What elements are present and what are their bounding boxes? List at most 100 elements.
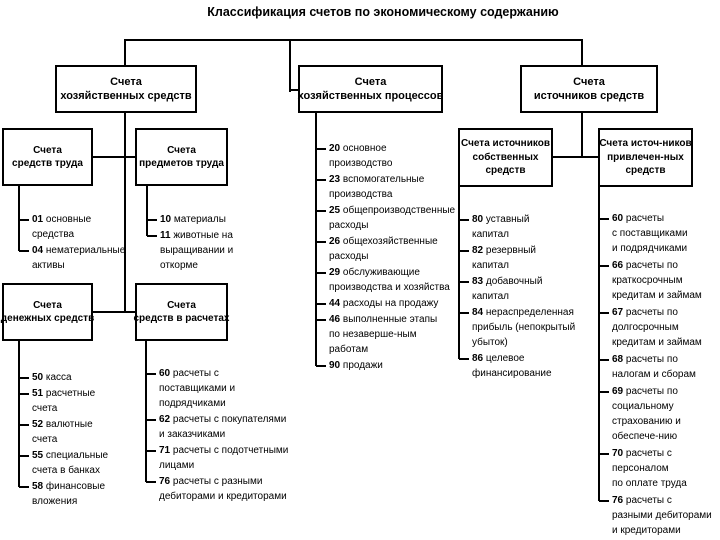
account-number: 55 <box>32 450 44 461</box>
account-item-wrap-line: и кредиторами <box>612 525 681 536</box>
account-item-wrap-line: счета в банках <box>32 465 100 476</box>
node-label-line: Счета <box>33 144 62 156</box>
account-number: 23 <box>329 174 341 185</box>
account-item-wrap-line: откорме <box>160 260 198 271</box>
account-item-wrap-line: расходы <box>329 220 369 231</box>
account-item-wrap-line: социальному <box>612 401 674 412</box>
account-number: 76 <box>612 495 624 506</box>
node-label-line: предметов труда <box>139 158 224 169</box>
account-item-wrap-line: дебиторами и кредиторами <box>159 491 287 502</box>
list-spine-line <box>458 187 460 359</box>
account-item-wrap-line: производства и хозяйства <box>329 282 450 293</box>
list-spine-line <box>598 187 600 501</box>
connector-sources-spine <box>581 113 583 158</box>
account-item-wrap-line: активы <box>32 260 65 271</box>
account-item-wrap-line: средства <box>32 229 75 240</box>
connector-drop-funds <box>124 39 126 67</box>
account-item-wrap-line: налогам и сборам <box>612 369 696 380</box>
account-number: 52 <box>32 419 44 430</box>
account-item-wrap-line: финансирование <box>472 368 552 379</box>
account-item-first-line: 60 расчеты с <box>159 368 219 379</box>
account-item-first-line: 84 нераспределенная <box>472 307 574 318</box>
node-economic-funds: Счета хозяйственных средств <box>55 65 197 113</box>
account-number: 44 <box>329 298 341 309</box>
account-number: 01 <box>32 214 44 225</box>
account-number: 90 <box>329 360 341 371</box>
connector-top-rail <box>124 39 583 41</box>
account-item-first-line: 86 целевое <box>472 353 525 364</box>
account-number: 68 <box>612 354 624 365</box>
account-item: 25 общепроизводственные расходы <box>316 203 455 233</box>
account-item-first-line: 69 расчеты по <box>612 386 678 397</box>
account-item-first-line: 82 резервный <box>472 245 537 256</box>
account-number: 76 <box>159 476 171 487</box>
account-item-first-line: 76 расчеты с разными <box>159 476 263 487</box>
account-item-first-line: 25 общепроизводственные <box>329 205 456 216</box>
account-item-first-line: 76 расчеты с <box>612 495 672 506</box>
account-item: 55 специальные счета в банках <box>19 448 108 478</box>
account-item-wrap-line: капитал <box>472 260 510 271</box>
account-item-wrap-line: долгосрочным <box>612 322 679 333</box>
node-label-line: хозяйственных средств <box>60 90 192 102</box>
account-number: 62 <box>159 414 171 425</box>
account-item-first-line: 80 уставный <box>472 214 530 225</box>
account-item: 44 расходы на продажу <box>316 296 455 311</box>
account-item-wrap-line: капитал <box>472 291 510 302</box>
account-number: 26 <box>329 236 341 247</box>
account-item-wrap-line: кредитам и займам <box>612 337 702 348</box>
list-spine-line <box>146 186 148 236</box>
account-item-wrap-line: расходы <box>329 251 369 262</box>
account-item-first-line: 55 специальные <box>32 450 109 461</box>
account-item-first-line: 83 добавочный <box>472 276 543 287</box>
account-number: 60 <box>159 368 171 379</box>
account-item: 86 целевое финансирование <box>459 351 575 381</box>
account-item-first-line: 23 вспомогательные <box>329 174 425 185</box>
account-item-wrap-line: с поставщиками <box>612 228 688 239</box>
account-item: 90 продажи <box>316 358 455 373</box>
node-label-line: Счета источников <box>460 138 551 150</box>
account-number: 71 <box>159 445 171 456</box>
node-label-line: Счета <box>354 76 387 88</box>
node-label-line: Счета <box>110 76 142 88</box>
connector-drop-sources <box>581 39 583 67</box>
account-item-wrap-line: и подрядчиками <box>612 243 688 254</box>
account-item-first-line: 51 расчетные <box>32 388 96 399</box>
account-number: 82 <box>472 245 484 256</box>
node-label-line: Счета источ-ников <box>599 138 692 150</box>
account-item-first-line: 26 общехозяйственные <box>329 236 438 247</box>
account-item-first-line: 70 расчеты с <box>612 448 672 459</box>
account-item-wrap-line: производство <box>329 158 393 169</box>
account-number: 20 <box>329 143 341 154</box>
account-number: 46 <box>329 314 341 325</box>
account-item-first-line: 10 материалы <box>160 214 226 225</box>
node-label-line: источников средств <box>533 90 645 102</box>
account-number: 50 <box>32 372 44 383</box>
account-item-wrap-line: вложения <box>32 496 78 507</box>
account-item: 76 расчеты с разными дебиторами и кредито… <box>146 474 288 504</box>
account-number: 70 <box>612 448 624 459</box>
account-item-first-line: 11 животные на <box>160 230 233 241</box>
account-number: 67 <box>612 307 624 318</box>
connector-sources-row <box>553 156 598 158</box>
